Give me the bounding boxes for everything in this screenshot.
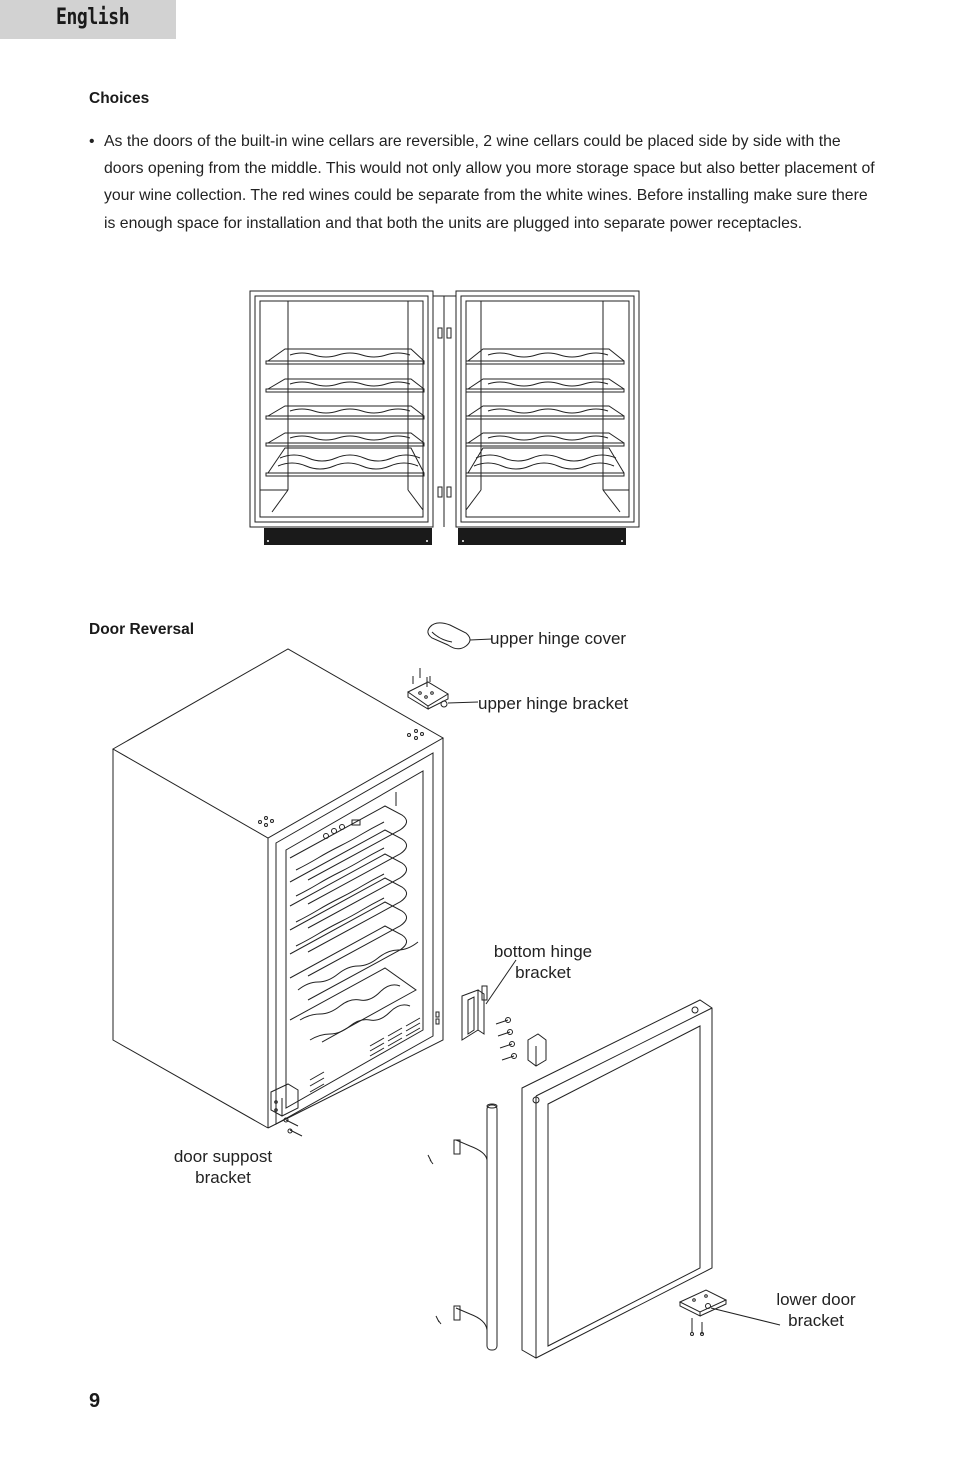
language-tab: English [0,0,176,39]
label-upper-hinge-cover: upper hinge cover [490,629,627,648]
label-lower-door-bracket-line2: bracket [788,1311,844,1330]
label-bottom-hinge-bracket-line1: bottom hinge [493,942,593,961]
choices-heading: Choices [89,90,150,107]
label-lower-door-bracket: lower door bracket [760,1289,872,1331]
label-upper-hinge-bracket: upper hinge bracket [478,694,629,713]
door-reversal-heading: Door Reversal [89,621,195,638]
choices-bullet-paragraph: • As the doors of the built-in wine cell… [89,128,879,237]
bullet-marker: • [89,133,95,150]
page-number: 9 [89,1390,101,1412]
language-tab-label: English [56,5,130,30]
label-door-support-bracket: door suppost bracket [158,1146,288,1188]
side-by-side-cellars-illustration [249,290,640,545]
label-bottom-hinge-bracket: bottom hinge bracket [470,941,616,983]
label-lower-door-bracket-line1: lower door [776,1290,856,1309]
label-door-support-bracket-line1: door suppost [173,1147,273,1166]
label-door-support-bracket-line2: bracket [195,1168,251,1187]
label-bottom-hinge-bracket-line2: bracket [515,963,571,982]
choices-paragraph-text: As the doors of the built-in wine cellar… [104,133,875,232]
